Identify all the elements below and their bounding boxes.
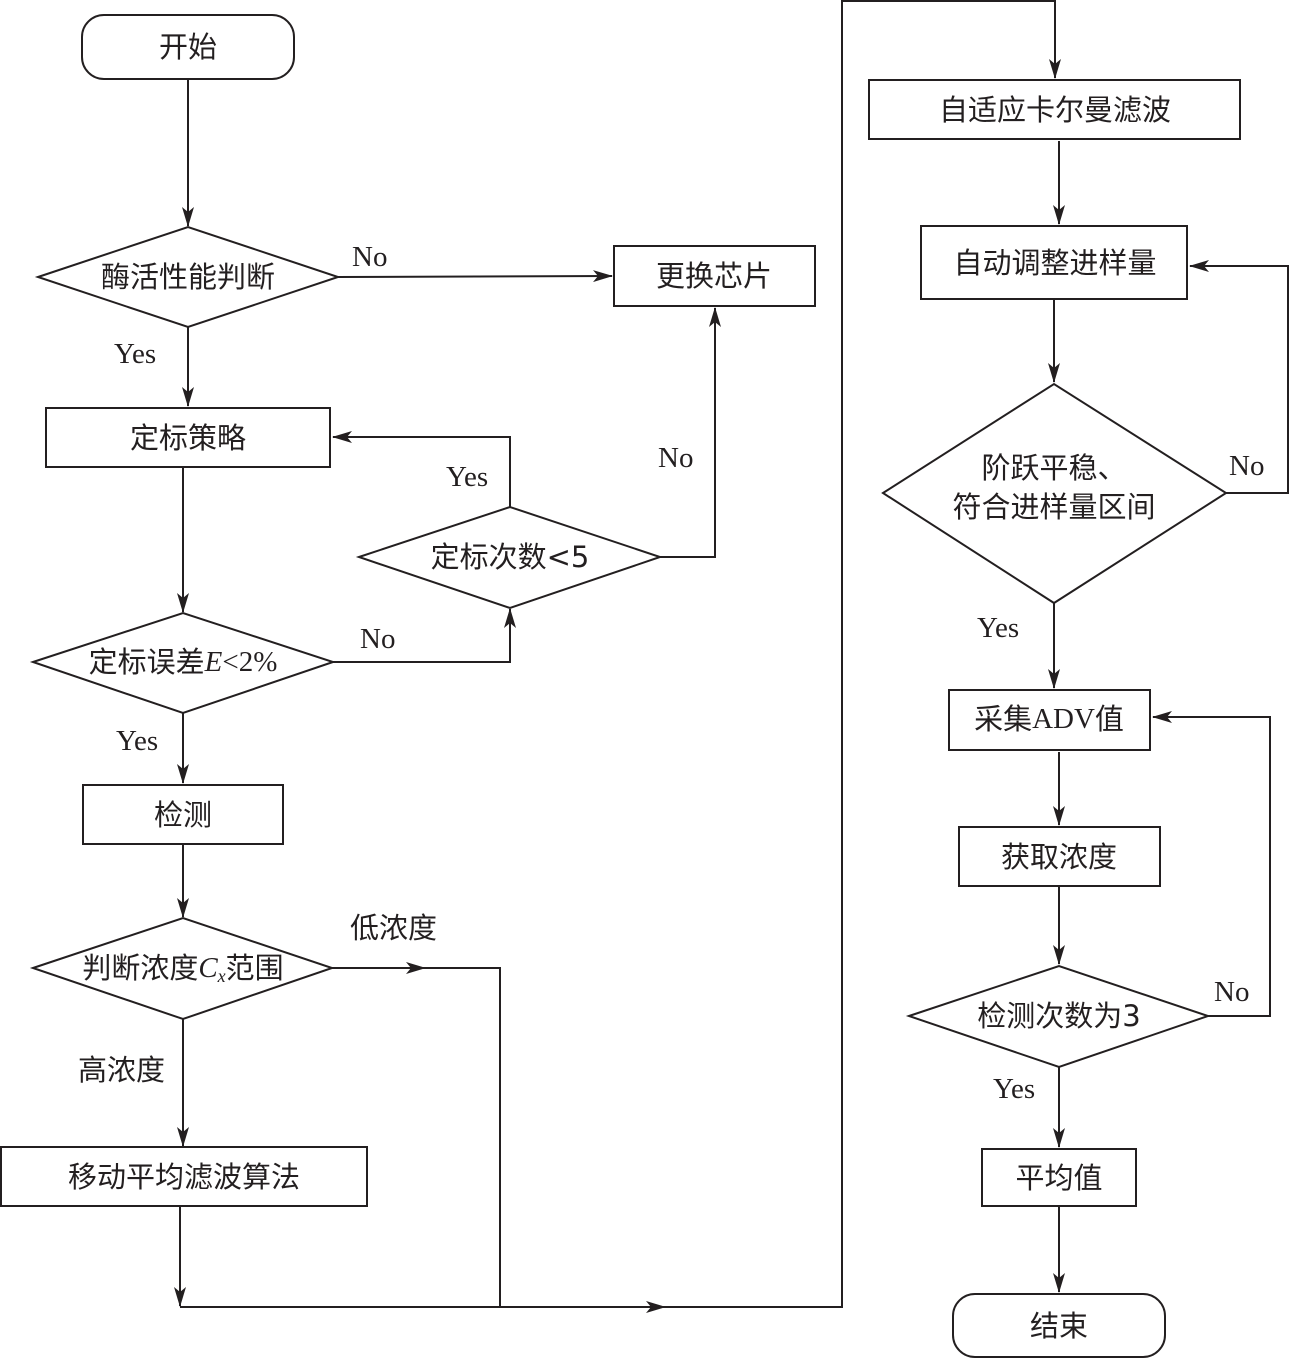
node-average: 平均值 [981,1148,1137,1207]
decision-shape [905,964,1212,1069]
node-calibration-count-label: 定标次数<5 [431,540,590,574]
node-collect-adv: 采集ADV值 [948,689,1151,751]
edge-calibration-error-to-calibration-count [333,608,516,663]
decision-shape [881,382,1228,605]
node-calibration-strategy-label: 定标策略 [130,421,246,455]
node-step-stable: 阶跃平稳、 符合进样量区间 [881,382,1228,605]
edge-judge-concentration-low-line [424,967,501,1307]
node-moving-average-label: 移动平均滤波算法 [68,1160,300,1194]
process-shape [981,1148,1137,1207]
edge-label-calibration-error-yes: Yes [116,725,158,757]
node-auto-adjust-label: 自动调整进样量 [953,246,1156,280]
node-collect-adv-label: 采集ADV值 [974,702,1124,736]
node-judge-concentration: 判断浓度Cx范围 [29,916,336,1021]
edge-calibration-count-to-replace-chip [660,307,721,558]
edge-calibration-count-to-calibration-strategy [332,431,511,507]
label-suffix: <2% [222,646,277,678]
edge-step-stable-to-auto-adjust [1189,260,1289,494]
node-auto-adjust: 自动调整进样量 [920,225,1188,300]
node-average-label: 平均值 [1015,1161,1102,1195]
process-shape [82,784,284,845]
edge-label-step-stable-yes: Yes [977,612,1019,644]
node-replace-chip-label: 更换芯片 [656,259,772,293]
edge-labels: No Yes Yes No No Yes 低浓度 高浓度 No Yes No Y… [78,241,1264,1105]
decision-shape [34,225,342,329]
node-judge-concentration-label: 判断浓度Cx范围 [82,951,283,986]
node-replace-chip: 更换芯片 [613,245,816,307]
process-shape [948,689,1151,751]
node-end-label: 结束 [1030,1309,1088,1343]
node-calibration-error-label: 定标误差E<2% [89,645,278,679]
node-start-label: 开始 [159,30,217,64]
node-start: 开始 [81,14,295,80]
label-suffix: 值 [1095,702,1124,736]
process-shape [0,1146,368,1207]
connectors [174,0,1289,1313]
label-prefix: 采集 [974,702,1032,736]
terminal-shape [952,1293,1166,1358]
node-calibration-count: 定标次数<5 [355,505,664,610]
edge-label-calibration-error-no: No [360,623,395,655]
edge-label-detect-count-yes: Yes [993,1073,1035,1105]
edge-merge-to-kalman [664,0,1061,1308]
node-step-stable-label-line1: 阶跃平稳、 [981,451,1126,485]
node-get-concentration: 获取浓度 [958,826,1161,887]
label-subscript: x [217,966,226,986]
node-calibration-error: 定标误差E<2% [29,611,337,715]
edge-label-step-stable-no: No [1229,450,1264,482]
edge-enzyme-check-to-replace-chip [337,270,613,283]
label-variable: C [198,952,218,984]
node-moving-average: 移动平均滤波算法 [0,1146,368,1207]
decision-shape [29,611,337,715]
label-prefix: 判断浓度 [82,951,198,985]
node-detect-count-label: 检测次数为3 [977,999,1140,1033]
edge-label-calibration-count-yes: Yes [446,461,488,493]
label-latin: ADV [1032,703,1095,735]
node-detect: 检测 [82,784,284,845]
node-step-stable-label-line2: 符合进样量区间 [952,490,1155,524]
terminal-shape [81,14,295,80]
label-prefix: 定标误差 [89,645,205,679]
process-shape [613,245,816,307]
node-kalman-label: 自适应卡尔曼滤波 [939,93,1171,127]
label-variable: E [204,646,223,678]
node-end: 结束 [952,1293,1166,1358]
process-shape [958,826,1161,887]
process-shape [868,79,1241,140]
edge-label-enzyme-yes: Yes [114,338,156,370]
process-shape [45,407,331,468]
edge-label-high-concentration: 高浓度 [78,1053,165,1087]
decision-shape [29,916,336,1021]
edge-label-calibration-count-no: No [658,442,693,474]
edge-label-low-concentration: 低浓度 [350,911,437,945]
edge-label-enzyme-no: No [352,241,387,273]
node-get-concentration-label: 获取浓度 [1001,840,1117,874]
node-detect-count: 检测次数为3 [905,964,1212,1069]
process-shape [920,225,1188,300]
node-kalman: 自适应卡尔曼滤波 [868,79,1241,140]
node-calibration-strategy: 定标策略 [45,407,331,468]
node-enzyme-check: 酶活性能判断 [34,225,342,329]
edge-label-detect-count-no: No [1214,976,1249,1008]
label-suffix: 范围 [226,951,284,985]
decision-shape [355,505,664,610]
node-detect-label: 检测 [154,798,212,832]
edge-detect-count-to-collect-adv [1152,711,1271,1017]
node-enzyme-check-label: 酶活性能判断 [101,260,275,294]
